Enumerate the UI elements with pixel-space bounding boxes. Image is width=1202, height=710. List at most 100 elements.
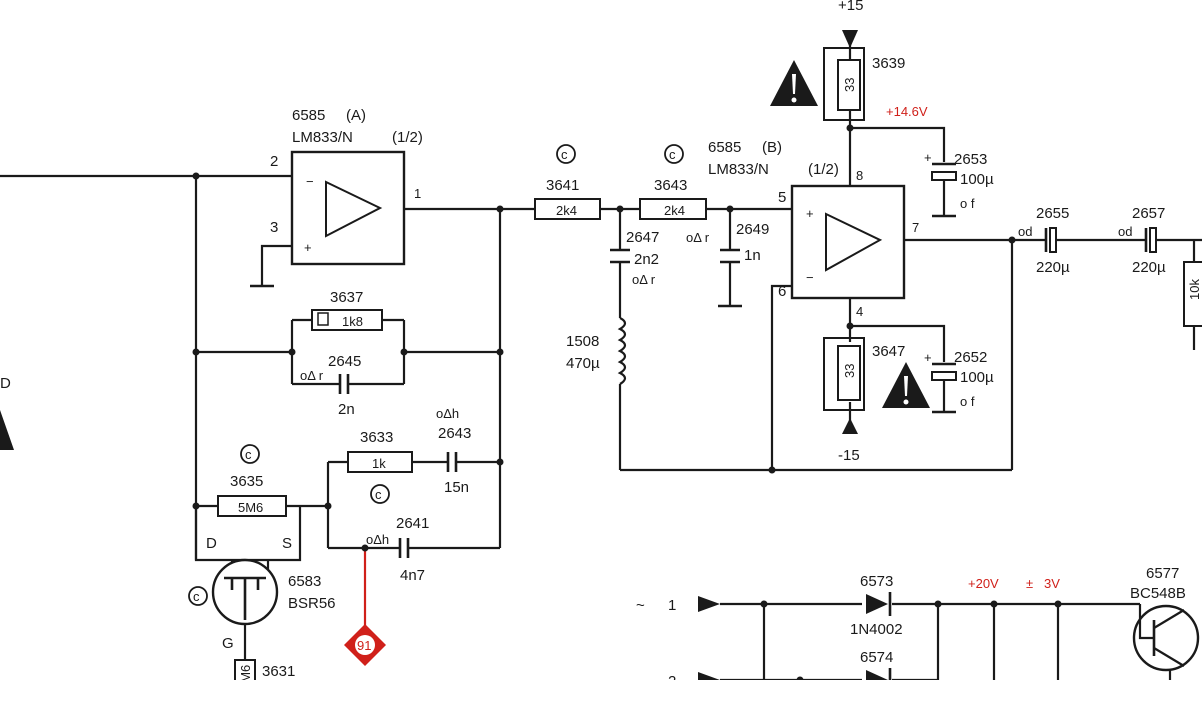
c-marker: c bbox=[188, 586, 208, 606]
opamp-b-unit: (B) bbox=[762, 139, 782, 156]
c2643-value: 15n bbox=[444, 479, 469, 496]
d6574-ref: 6574 bbox=[860, 649, 893, 666]
c2643-ref: 2643 bbox=[438, 425, 471, 442]
r3633-ref: 3633 bbox=[360, 429, 393, 446]
r3641-ref: 3641 bbox=[546, 177, 579, 194]
testpoint-label: 91 bbox=[357, 638, 371, 653]
svg-text:c: c bbox=[669, 147, 676, 162]
svg-text:c: c bbox=[193, 589, 200, 604]
c-marker: c bbox=[240, 444, 260, 464]
supply-arrows bbox=[842, 30, 858, 434]
svg-text:+: + bbox=[924, 150, 932, 165]
diode-6573: 6573 1N4002 bbox=[850, 573, 903, 638]
svg-text:c: c bbox=[375, 487, 382, 502]
r3639-ref: 3639 bbox=[872, 55, 905, 72]
capacitor-2649: 2649 1n oΔ r bbox=[686, 221, 769, 264]
supply-20v: +20V bbox=[968, 576, 999, 591]
c2653-ref: 2653 bbox=[954, 151, 987, 168]
warning-icon bbox=[0, 410, 14, 450]
l1508-ref: 1508 bbox=[566, 333, 599, 350]
c2641-code: oΔh bbox=[366, 532, 389, 547]
opamp-b-pin5: 5 bbox=[778, 189, 786, 206]
c2652-value: 100µ bbox=[960, 369, 994, 386]
c2655-ref: 2655 bbox=[1036, 205, 1069, 222]
svg-text:+: + bbox=[924, 350, 932, 365]
r3643-value: 2k4 bbox=[664, 203, 685, 218]
svg-text:+: + bbox=[806, 206, 814, 221]
opamp-a: − + 6585 (A) LM833/N (1/2) 2 3 1 bbox=[270, 107, 423, 266]
svg-text:c: c bbox=[245, 447, 252, 462]
capacitor-2643: oΔh 2643 15n bbox=[436, 406, 471, 496]
resistor-3641: 3641 2k4 bbox=[534, 177, 601, 220]
r3643-ref: 3643 bbox=[654, 177, 687, 194]
r3637-value: 1k8 bbox=[342, 314, 363, 329]
svg-text:−: − bbox=[806, 270, 814, 285]
resistor-3643: 3643 2k4 bbox=[639, 177, 707, 220]
c2652-ref: 2652 bbox=[954, 349, 987, 366]
supply-146v: +14.6V bbox=[886, 104, 928, 119]
resistor-3637: 3637 1k8 bbox=[311, 289, 383, 331]
c2653-value: 100µ bbox=[960, 171, 994, 188]
c-marker: c bbox=[556, 144, 576, 164]
opamp-b-half: (1/2) bbox=[808, 161, 839, 178]
r3647-ref: 3647 bbox=[872, 343, 905, 360]
opamp-a-ref: 6585 bbox=[292, 107, 325, 124]
c2645-value: 2n bbox=[338, 401, 355, 418]
opamp-a-pin2: 2 bbox=[270, 153, 278, 170]
d6573-ref: 6573 bbox=[860, 573, 893, 590]
q6583-d: D bbox=[206, 535, 217, 552]
ac-input-1-label: 1 bbox=[668, 597, 676, 614]
resistor-10k: 10k bbox=[1183, 261, 1202, 327]
svg-text:c: c bbox=[561, 147, 568, 162]
c2645-ref: 2645 bbox=[328, 353, 361, 370]
c-markers: c c c c c c bbox=[188, 144, 684, 710]
c2645-code: oΔ r bbox=[300, 368, 324, 383]
q6583-s: S bbox=[282, 535, 292, 552]
c2657-ref: 2657 bbox=[1132, 205, 1165, 222]
c2647-code: oΔ r bbox=[632, 272, 656, 287]
r3635-ref: 3635 bbox=[230, 473, 263, 490]
svg-text:−: − bbox=[306, 174, 314, 189]
opamp-a-pin1: 1 bbox=[414, 186, 421, 201]
c2641-value: 4n7 bbox=[400, 567, 425, 584]
r3637-ref: 3637 bbox=[330, 289, 363, 306]
q6577-ref: 6577 bbox=[1146, 565, 1179, 582]
c2657-value: 220µ bbox=[1132, 259, 1166, 276]
c-marker: c bbox=[370, 484, 390, 504]
warning-icon bbox=[770, 60, 818, 106]
r3633-value: 1k bbox=[372, 456, 386, 471]
c2649-value: 1n bbox=[744, 247, 761, 264]
capacitor-2645: 2645 oΔ r 2n bbox=[300, 353, 361, 418]
svg-text:~: ~ bbox=[636, 597, 645, 614]
capacitor-2647: 2647 2n2 oΔ r bbox=[610, 229, 659, 287]
svg-text:+: + bbox=[304, 240, 312, 255]
r3641-value: 2k4 bbox=[556, 203, 577, 218]
resistor-3647: 33 3647 bbox=[823, 337, 905, 411]
opamp-b-ref: 6585 bbox=[708, 139, 741, 156]
c2653-code: o f bbox=[960, 196, 975, 211]
opamp-b-pin6: 6 bbox=[778, 283, 786, 300]
warning-icon bbox=[882, 362, 930, 408]
opamp-b-pin8: 8 bbox=[856, 168, 863, 183]
c2649-ref: 2649 bbox=[736, 221, 769, 238]
opamp-b-part: LM833/N bbox=[708, 161, 769, 178]
opamp-a-pin3: 3 bbox=[270, 219, 278, 236]
supply-neg15: -15 bbox=[838, 447, 860, 464]
c2641-ref: 2641 bbox=[396, 515, 429, 532]
transistor-6577: 6577 BC548B bbox=[1130, 565, 1200, 672]
l1508-value: 470µ bbox=[566, 355, 600, 372]
capacitor-2655: 2655 od 220µ bbox=[1018, 205, 1070, 276]
capacitor-2657: 2657 od 220µ bbox=[1118, 205, 1166, 276]
supply-3v: 3V bbox=[1044, 576, 1060, 591]
c2647-ref: 2647 bbox=[626, 229, 659, 246]
edge-fragment: D bbox=[0, 375, 11, 392]
c2652-code: o f bbox=[960, 394, 975, 409]
q6577-type: BC548B bbox=[1130, 585, 1186, 602]
opamp-b: + − 6585 (B) LM833/N (1/2) 5 6 7 8 4 bbox=[708, 139, 919, 319]
page-bottom-strip bbox=[0, 680, 1202, 710]
wires bbox=[0, 30, 1202, 710]
c-marker: c bbox=[664, 144, 684, 164]
q6583-g: G bbox=[222, 635, 234, 652]
ac-input-1: ~ 1 bbox=[636, 596, 720, 614]
